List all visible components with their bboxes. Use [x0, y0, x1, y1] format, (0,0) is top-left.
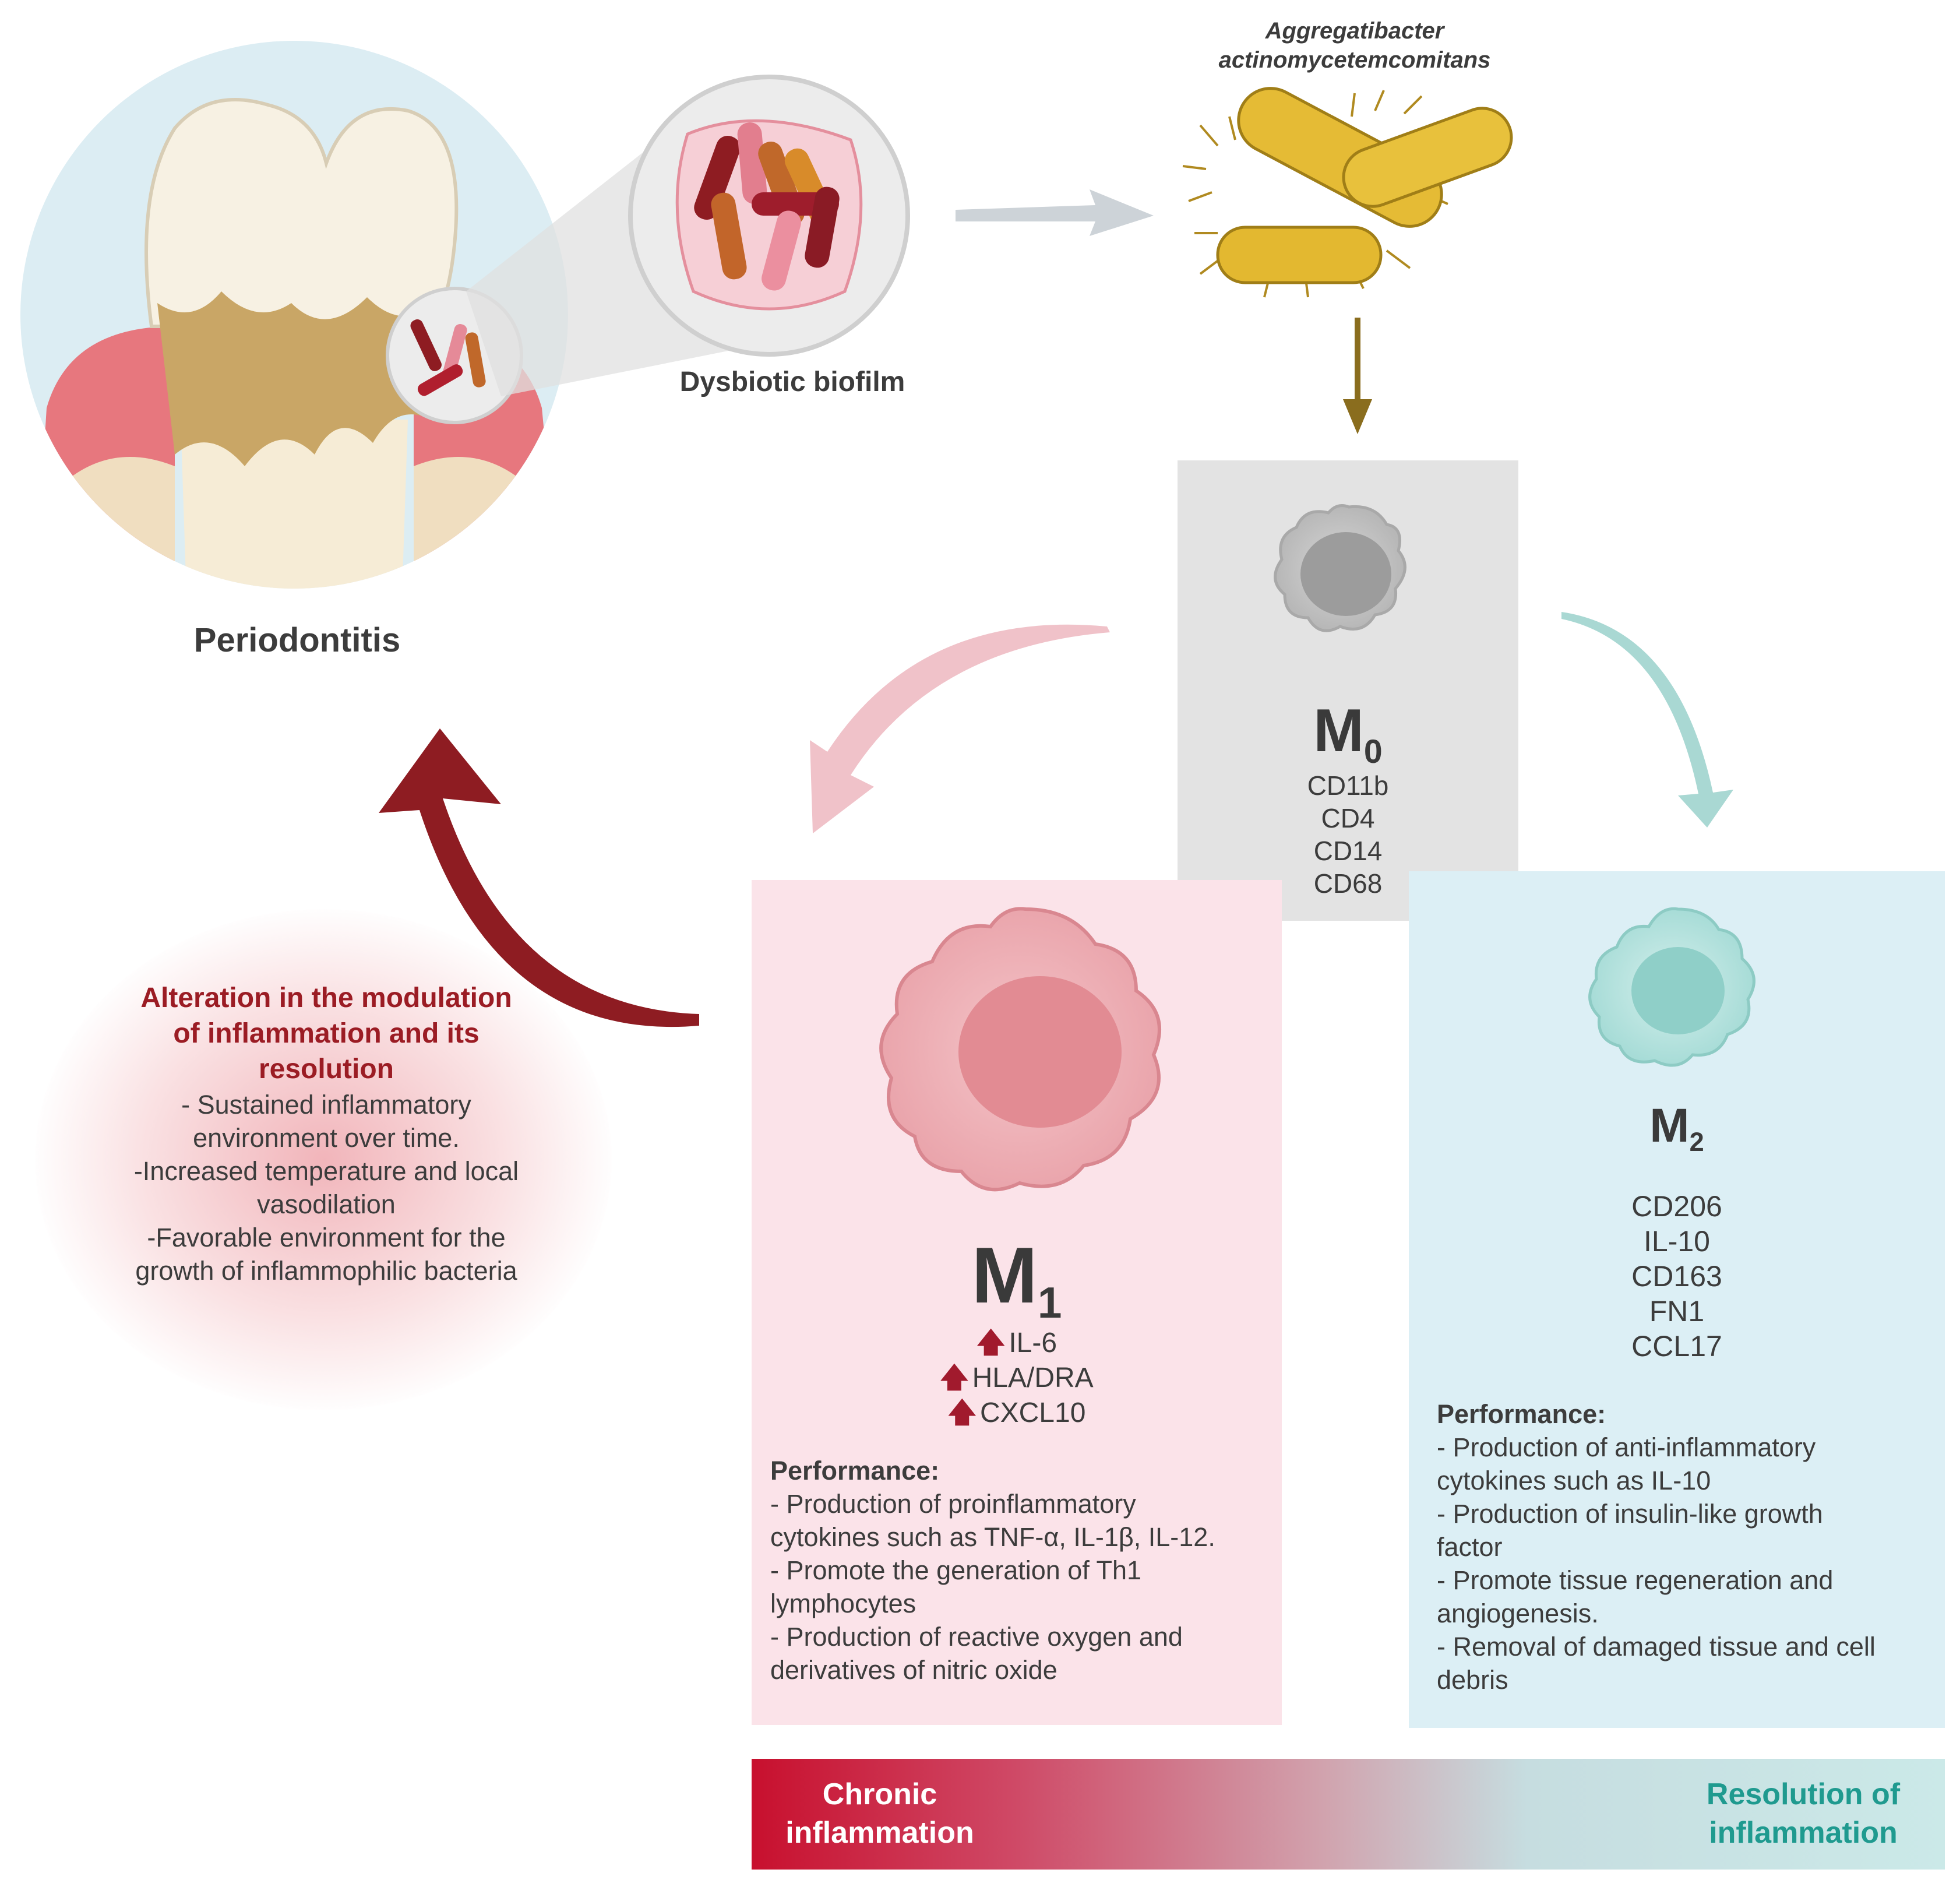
macrophage-m1-icon [879, 907, 1161, 1192]
up-arrow-icon: 🡅 [947, 1397, 977, 1428]
m2-performance-line: - Removal of damaged tissue and cell [1437, 1632, 1876, 1661]
m2-marker: FN1 [1649, 1295, 1705, 1328]
rod-bacteria-icon [1182, 87, 1513, 298]
alteration-title-line: of inflammation and its [173, 1018, 480, 1049]
m0-marker: CD68 [1313, 868, 1383, 899]
m0-letter: M [1313, 697, 1364, 765]
alteration-title: Alteration in the modulation of inflamma… [76, 980, 577, 1087]
m1-performance: Performance: - Production of proinflamma… [770, 1454, 1271, 1687]
m1-title: M1 [752, 1230, 1282, 1328]
m0-marker: CD4 [1321, 803, 1375, 833]
m2-markers: CD206 IL-10 CD163 FN1 CCL17 [1409, 1189, 1945, 1364]
m2-letter: M [1649, 1099, 1690, 1152]
tooth-icon [20, 41, 568, 589]
m2-performance-line: angiogenesis. [1437, 1599, 1599, 1628]
up-arrow-icon: 🡅 [940, 1363, 969, 1393]
resolution-line: Resolution of [1706, 1777, 1901, 1811]
m2-title: M2 [1409, 1099, 1945, 1157]
m1-marker: 🡅CXCL10 [752, 1396, 1282, 1431]
chronic-inflammation-label: Chronic inflammation [775, 1775, 985, 1852]
arrow-to-periodontitis [379, 728, 699, 1027]
inflammation-gradient-bar [752, 1759, 1945, 1870]
m2-performance-line: debris [1437, 1665, 1508, 1695]
m2-performance-line: - Promote tissue regeneration and [1437, 1565, 1834, 1595]
m1-marker-label: IL-6 [1009, 1328, 1057, 1358]
alteration-line: growth of inflammophilic bacteria [135, 1256, 517, 1286]
alteration-line: - Sustained inflammatory [181, 1090, 471, 1119]
biofilm-icon [628, 75, 910, 357]
alteration-body: - Sustained inflammatory environment ove… [76, 1088, 577, 1287]
alteration-line: -Favorable environment for the [147, 1223, 506, 1252]
m1-markers: 🡅IL-6 🡅HLA/DRA 🡅CXCL10 [752, 1326, 1282, 1431]
m1-subscript: 1 [1037, 1278, 1062, 1328]
m1-marker: 🡅IL-6 [752, 1326, 1282, 1361]
m1-marker: 🡅HLA/DRA [752, 1361, 1282, 1396]
macrophage-m2-icon [1588, 907, 1755, 1067]
up-arrow-icon: 🡅 [976, 1328, 1006, 1358]
m1-performance-line: derivatives of nitric oxide [770, 1655, 1057, 1685]
m1-performance-heading: Performance: [770, 1456, 940, 1485]
macrophage-m0-icon [1274, 504, 1406, 632]
m2-performance: Performance: - Production of anti-inflam… [1437, 1397, 1938, 1696]
m2-performance-heading: Performance: [1437, 1399, 1606, 1429]
periodontitis-label: Periodontitis [193, 621, 401, 659]
arrow-to-m0 [1343, 318, 1372, 434]
arrow-m0-to-m1 [810, 624, 1110, 833]
m0-marker: CD11b [1307, 770, 1389, 801]
m1-performance-line: cytokines such as TNF-α, IL-1β, IL-12. [770, 1522, 1215, 1552]
m1-performance-line: - Production of proinflammatory [770, 1489, 1136, 1519]
species-genus: Aggregatibacter [1265, 18, 1444, 44]
m2-performance-line: factor [1437, 1532, 1503, 1562]
m1-marker-label: CXCL10 [979, 1397, 1086, 1428]
arrow-m0-to-m2 [1561, 612, 1733, 828]
m2-marker: CD163 [1631, 1260, 1722, 1293]
alteration-line: vasodilation [257, 1189, 396, 1219]
m2-marker: IL-10 [1644, 1225, 1710, 1258]
resolution-line: inflammation [1709, 1816, 1898, 1850]
alteration-title-line: Alteration in the modulation [140, 983, 512, 1013]
alteration-line: -Increased temperature and local [133, 1156, 519, 1186]
m0-marker: CD14 [1313, 836, 1383, 866]
resolution-label: Resolution of inflammation [1678, 1775, 1929, 1852]
m0-subscript: 0 [1363, 733, 1383, 771]
m0-markers: CD11b CD4 CD14 CD68 [1178, 769, 1518, 900]
m1-marker-label: HLA/DRA [972, 1363, 1094, 1393]
m2-marker: CCL17 [1631, 1330, 1722, 1363]
arrow-to-bacteria [956, 189, 1154, 236]
m2-performance-line: - Production of anti-inflammatory [1437, 1432, 1816, 1462]
m2-marker: CD206 [1631, 1190, 1722, 1223]
m1-performance-line: lymphocytes [770, 1589, 916, 1618]
chronic-line: Chronic [822, 1777, 937, 1811]
chronic-line: inflammation [785, 1816, 974, 1850]
alteration-line: environment over time. [193, 1123, 460, 1153]
alteration-glow [35, 909, 612, 1410]
species-epithet: actinomycetemcomitans [1218, 47, 1491, 73]
alteration-title-line: resolution [258, 1054, 394, 1085]
biofilm-label: Dysbiotic biofilm [679, 367, 905, 397]
m2-performance-line: - Production of insulin-like growth [1437, 1499, 1823, 1529]
m0-title: M0 [1178, 696, 1518, 771]
m2-subscript: 2 [1689, 1126, 1704, 1157]
m1-performance-line: - Production of reactive oxygen and [770, 1622, 1183, 1652]
m2-performance-line: cytokines such as IL-10 [1437, 1466, 1711, 1495]
m1-performance-line: - Promote the generation of Th1 [770, 1555, 1142, 1585]
m1-letter: M [971, 1231, 1038, 1319]
species-name: Aggregatibacter actinomycetemcomitans [1107, 16, 1602, 75]
